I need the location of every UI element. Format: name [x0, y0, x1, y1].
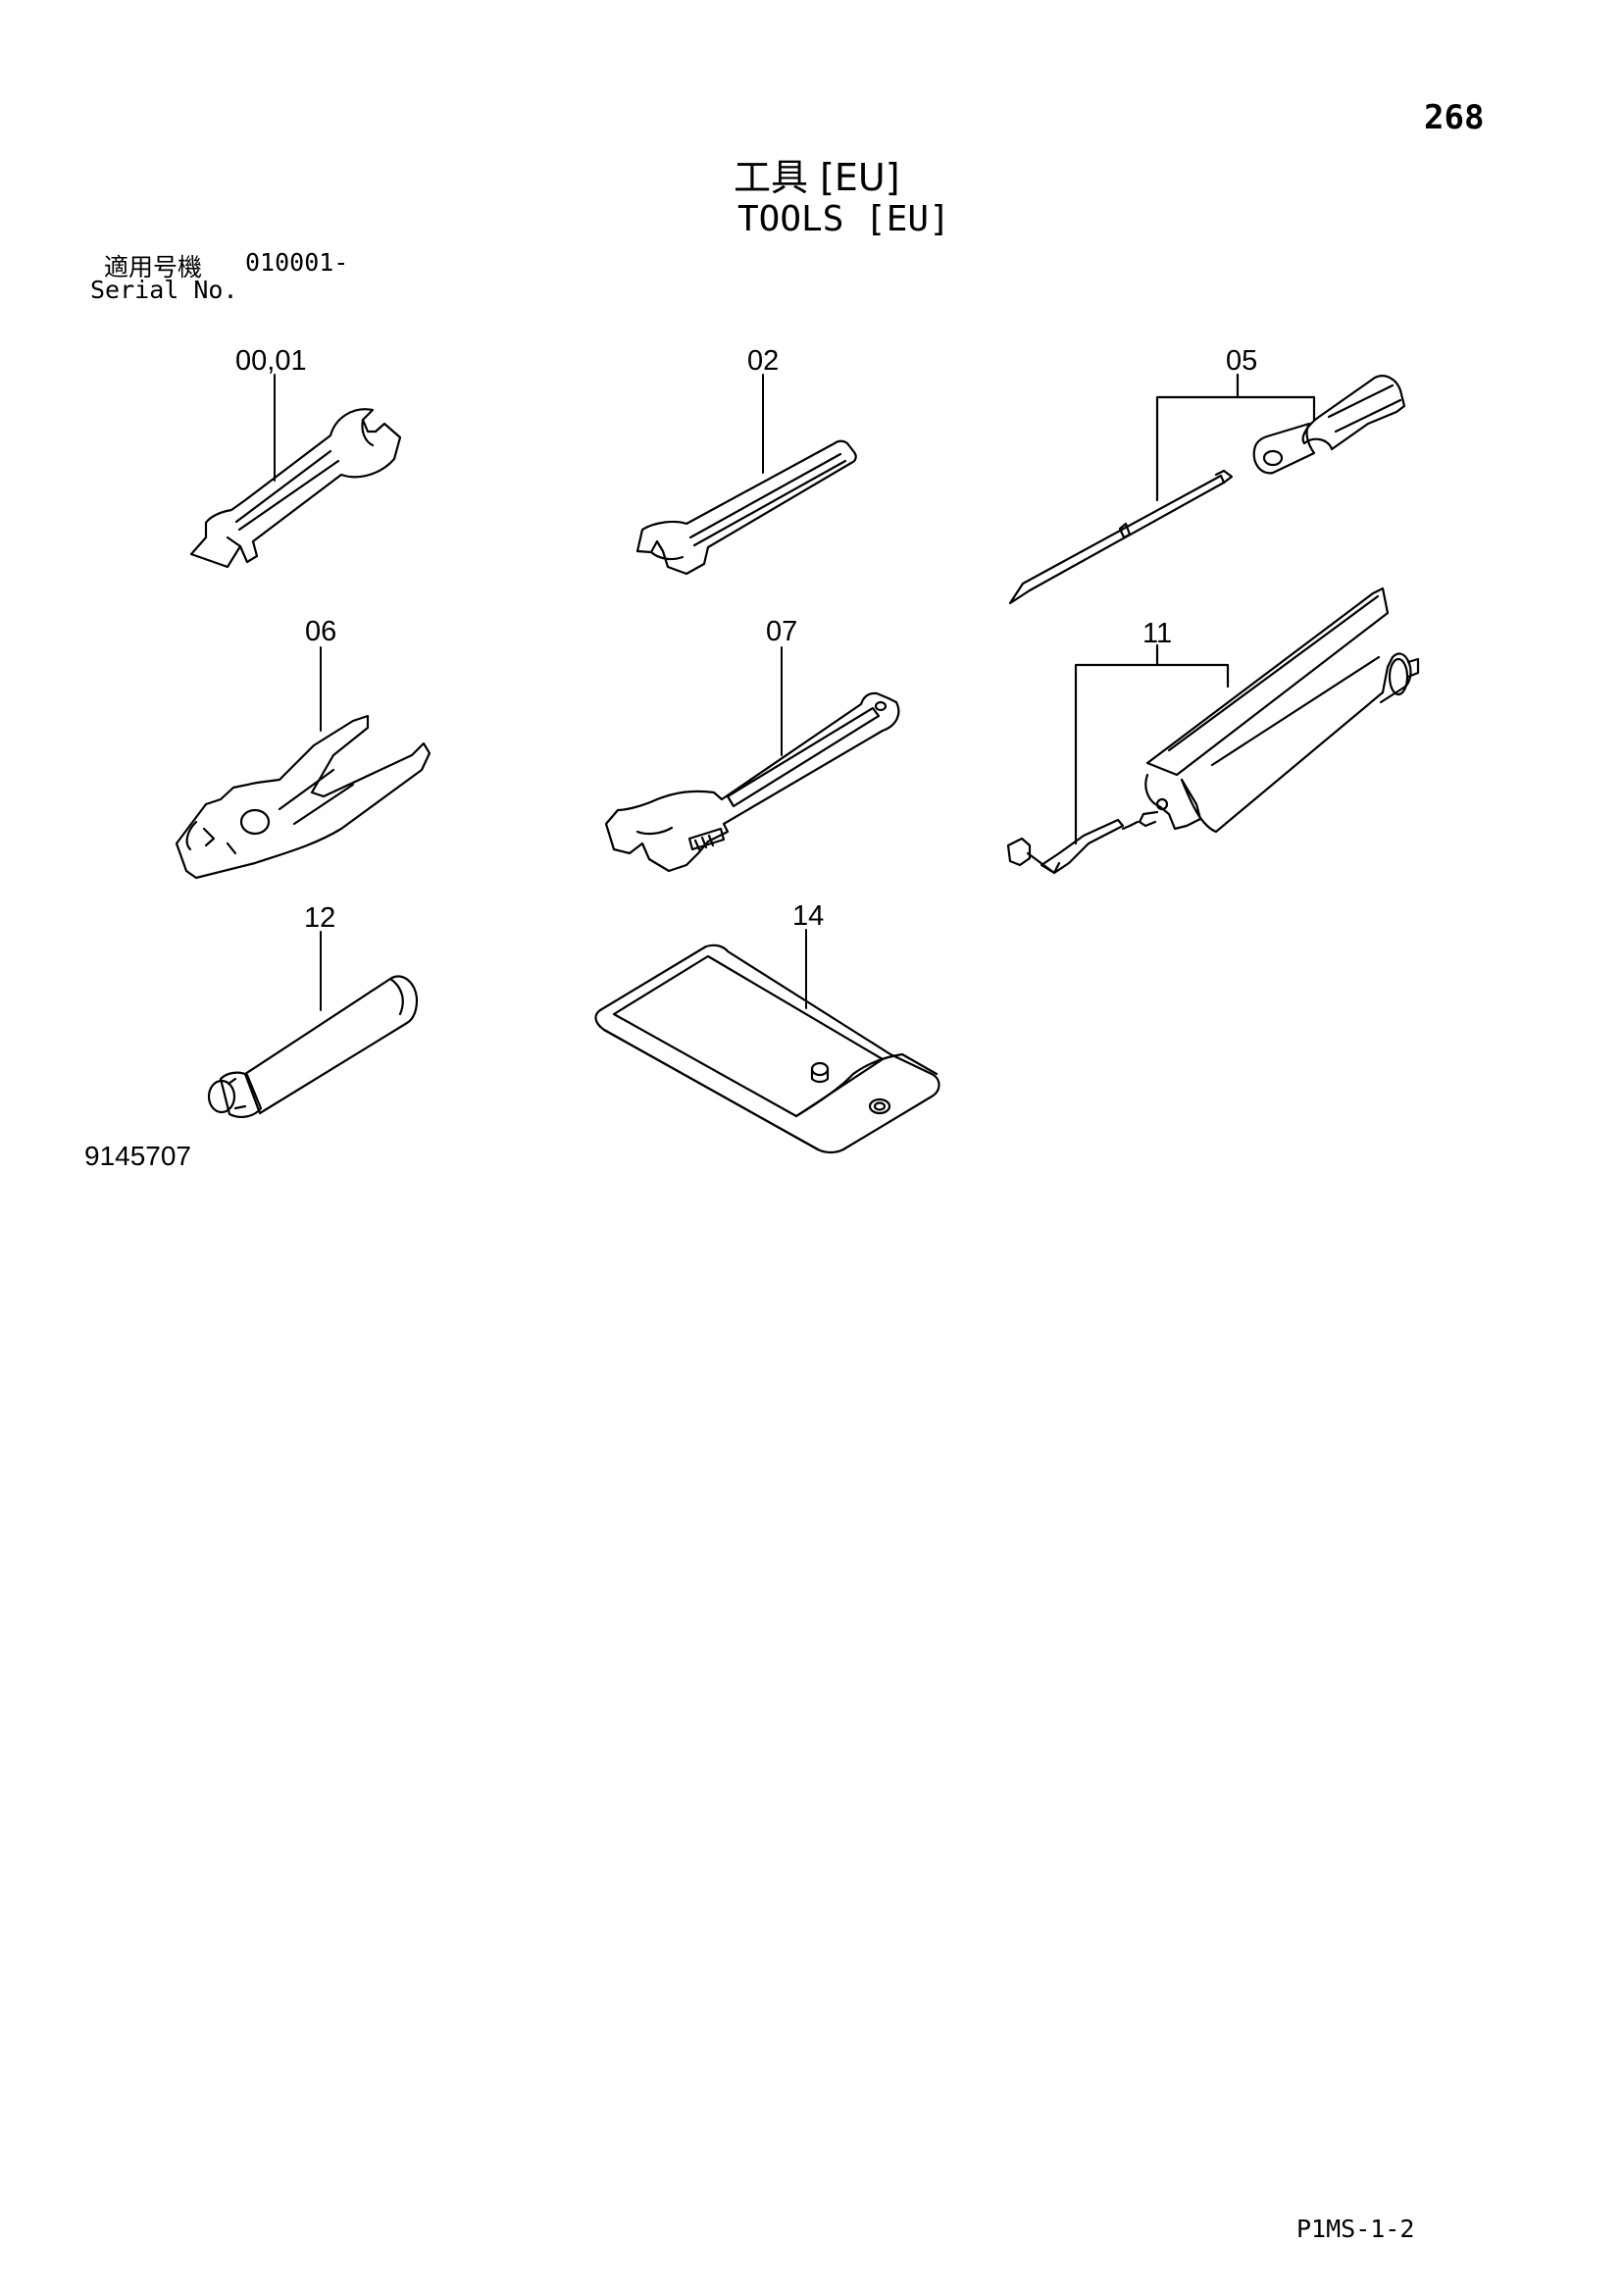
page-title-english: TOOLS [EU] — [737, 199, 950, 239]
screwdriver-set-icon — [1008, 373, 1406, 605]
pliers-icon — [175, 646, 431, 880]
page-title-japanese: 工具 [EU] — [734, 156, 900, 199]
callout-11: 11 — [1142, 618, 1173, 649]
grease-gun-icon — [1006, 587, 1420, 875]
page-number: 268 — [1424, 98, 1485, 137]
double-open-end-wrench-icon — [189, 374, 402, 569]
page-code: P1MS-1-2 — [1296, 2215, 1415, 2243]
callout-14: 14 — [792, 900, 825, 932]
single-open-end-wrench-icon — [635, 374, 857, 576]
callout-05: 05 — [1226, 345, 1258, 377]
callout-07: 07 — [766, 616, 798, 647]
serial-number-value: 010001- — [245, 248, 349, 277]
serial-label-english: Serial No. — [90, 276, 238, 304]
grease-cartridge-icon — [207, 931, 419, 1118]
figure-id: 9145707 — [84, 1141, 192, 1171]
callout-06: 06 — [305, 616, 337, 647]
adjustable-wrench-icon — [604, 646, 900, 873]
callout-02: 02 — [747, 345, 780, 377]
callout-00-01: 00,01 — [235, 345, 307, 377]
tool-bag-icon — [594, 929, 940, 1154]
callout-12: 12 — [304, 902, 336, 934]
serial-label-japanese: 適用号機 — [104, 253, 203, 281]
